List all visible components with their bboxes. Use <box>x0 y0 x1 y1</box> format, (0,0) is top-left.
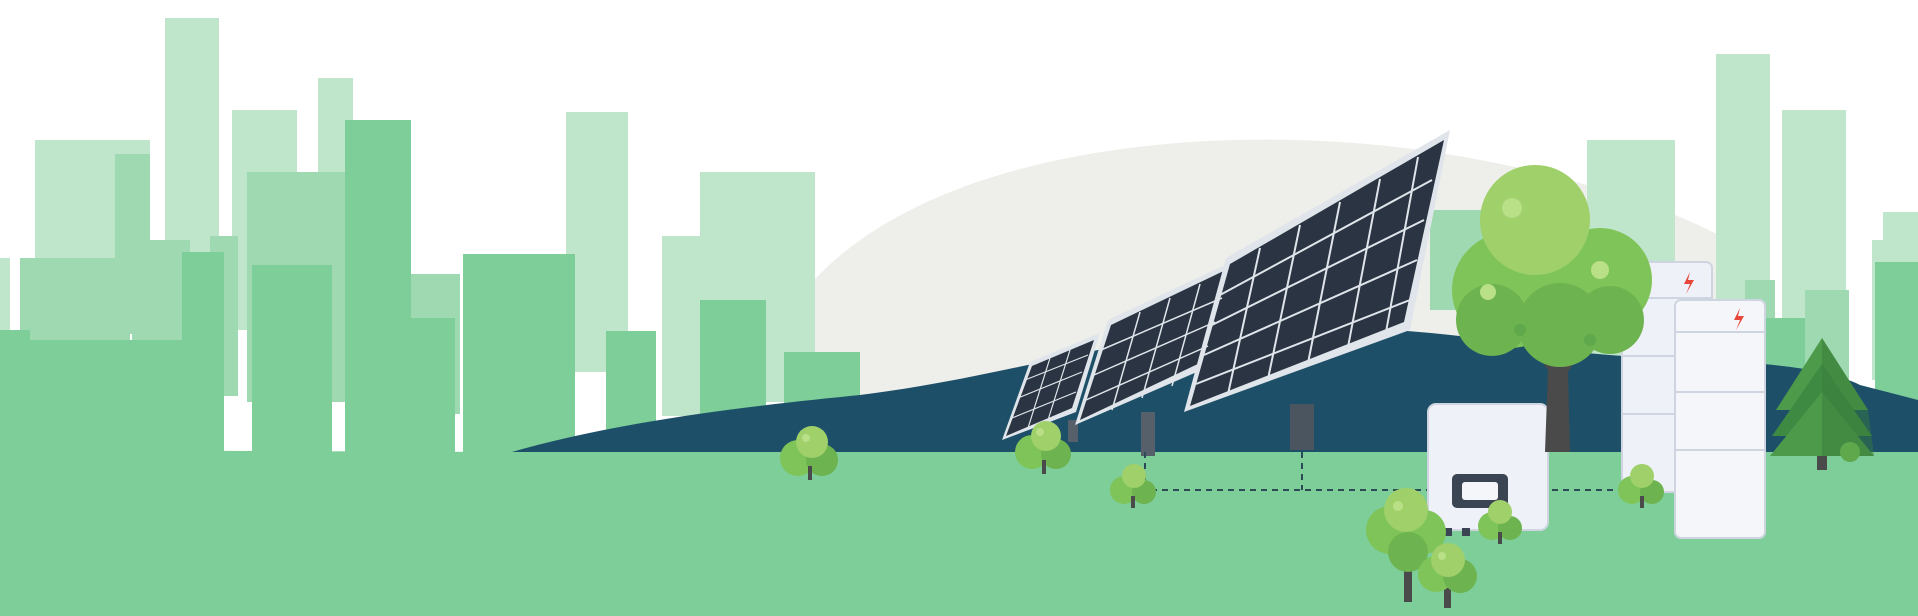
battery-icon <box>1621 261 1766 539</box>
ground-base <box>0 452 1918 616</box>
pine-tree-icon <box>1770 338 1874 470</box>
bush-icon <box>1618 464 1664 508</box>
inverter-icon <box>1427 403 1549 536</box>
tree-icon <box>1452 165 1652 452</box>
tree-icon <box>1418 543 1477 608</box>
bush-icon <box>1110 464 1156 508</box>
solar-panel-icon <box>1002 130 1450 456</box>
bush-icon <box>1015 421 1071 474</box>
tree-icon <box>1366 488 1446 602</box>
bush-icon <box>1478 500 1522 544</box>
bush-icon <box>780 426 838 480</box>
